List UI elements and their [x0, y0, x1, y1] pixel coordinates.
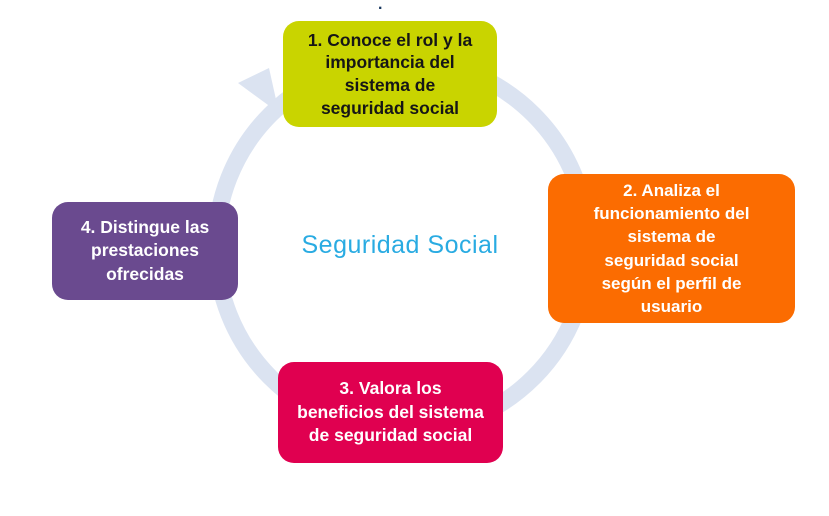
cycle-arrowhead-icon: [238, 68, 279, 113]
cycle-step-4: 4. Distingue las prestaciones ofrecidas: [52, 202, 238, 300]
cycle-step-1: 1. Conoce el rol y la importancia del si…: [283, 21, 497, 127]
stray-period-mark: .: [378, 0, 383, 13]
cycle-step-2: 2. Analiza el funcionamiento del sistema…: [548, 174, 795, 323]
diagram-center-title: Seguridad Social: [301, 231, 499, 259]
cycle-step-3: 3. Valora los beneficios del sistema de …: [278, 362, 503, 463]
